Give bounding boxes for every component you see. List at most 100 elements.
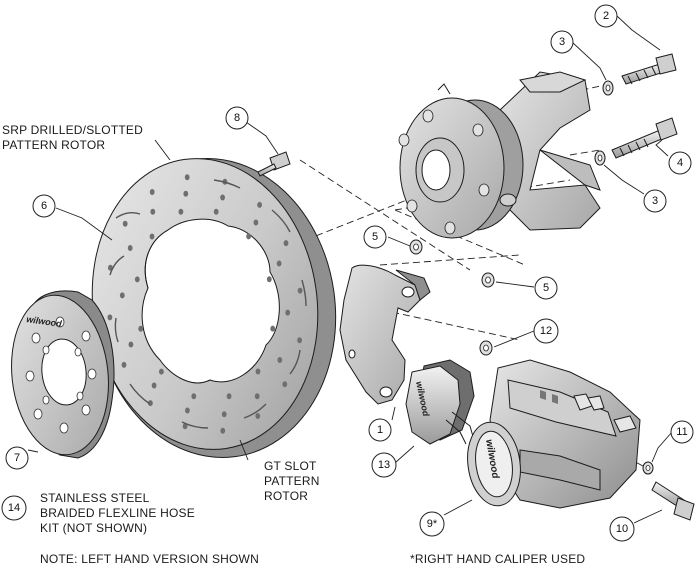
svg-text:SRP DRILLED/SLOTTED: SRP DRILLED/SLOTTED bbox=[2, 123, 143, 137]
rotor-drill-hole bbox=[283, 240, 289, 247]
rotor-drill-hole bbox=[255, 413, 261, 419]
rotor-drill-hole bbox=[266, 276, 272, 283]
svg-text:14: 14 bbox=[8, 502, 20, 514]
callout-4: 4 bbox=[668, 151, 692, 175]
rotor-drill-hole bbox=[297, 337, 302, 344]
bolt-8 bbox=[257, 151, 291, 177]
bolt-2 bbox=[621, 53, 677, 85]
svg-text:KIT (NOT SHOWN): KIT (NOT SHOWN) bbox=[40, 521, 147, 535]
rotor-title-label: SRP DRILLED/SLOTTED PATTERN ROTOR bbox=[2, 123, 143, 152]
svg-text:8: 8 bbox=[234, 112, 240, 124]
svg-text:STAINLESS STEEL: STAINLESS STEEL bbox=[40, 491, 150, 505]
rotor-drill-hole bbox=[255, 368, 261, 375]
brake-pads: wilwood bbox=[405, 359, 475, 445]
svg-text:13: 13 bbox=[378, 459, 390, 471]
svg-text:11: 11 bbox=[676, 426, 687, 438]
svg-text:5: 5 bbox=[543, 282, 549, 294]
rotor-hat: wilwood bbox=[11, 290, 115, 459]
callout-1: 1 bbox=[368, 418, 392, 442]
svg-text:1: 1 bbox=[377, 424, 383, 436]
hat-brand-logo: wilwood bbox=[26, 314, 63, 329]
callout-11: 11 bbox=[670, 420, 694, 444]
rotor-drill-holes bbox=[107, 174, 303, 434]
rotor-drill-hole bbox=[121, 361, 127, 368]
hub-spindle-assembly bbox=[398, 71, 601, 239]
rotor-drill-hole bbox=[184, 174, 190, 181]
rotor-drill-hole bbox=[159, 368, 164, 375]
callout-7: 7 bbox=[5, 446, 29, 470]
callout-5-lower: 5 bbox=[534, 276, 558, 300]
hose-kit-label: STAINLESS STEEL BRAIDED FLEXLINE HOSE KI… bbox=[40, 491, 195, 535]
rotor-drill-hole bbox=[122, 220, 128, 227]
callout-5-upper: 5 bbox=[363, 225, 387, 249]
rotor-drill-hole bbox=[270, 325, 276, 332]
rotor-drill-hole bbox=[107, 314, 113, 321]
rotor-drill-hole bbox=[178, 208, 184, 215]
callout-2: 2 bbox=[594, 4, 618, 28]
svg-text:PATTERN: PATTERN bbox=[264, 474, 320, 488]
rotor-drill-hole bbox=[297, 287, 303, 294]
drilled-slotted-rotor bbox=[91, 158, 337, 458]
rotor-drill-hole bbox=[119, 292, 125, 299]
callout-9: 9* bbox=[419, 511, 445, 537]
rotor-drill-hole bbox=[151, 382, 157, 389]
rotor-slots bbox=[109, 179, 307, 429]
rotor-drill-hole bbox=[257, 201, 262, 208]
brake-caliper: wilwood bbox=[467, 359, 641, 509]
svg-text:5: 5 bbox=[372, 231, 378, 243]
rotor-drill-hole bbox=[282, 381, 288, 388]
rotor-drill-hole bbox=[183, 190, 189, 197]
svg-text:6: 6 bbox=[41, 200, 47, 212]
rotor-drill-hole bbox=[220, 194, 226, 201]
rotor-drill-hole bbox=[127, 245, 133, 251]
hat-bolt-holes bbox=[25, 316, 97, 434]
rotor-drill-hole bbox=[276, 260, 282, 267]
rotor-drill-hole bbox=[253, 219, 259, 226]
rotor-drill-hole bbox=[254, 393, 260, 400]
rotor-drill-hole bbox=[213, 208, 219, 215]
rotor-drill-hole bbox=[246, 233, 252, 240]
svg-text:12: 12 bbox=[540, 325, 552, 337]
rotor-drill-hole bbox=[149, 189, 155, 195]
svg-text:ROTOR: ROTOR bbox=[264, 489, 308, 503]
svg-text:GT SLOT: GT SLOT bbox=[264, 459, 317, 473]
rotor-drill-hole bbox=[221, 411, 227, 418]
rotor-drill-hole bbox=[277, 357, 283, 363]
rotor-drill-hole bbox=[138, 325, 144, 332]
caliper-mounting-bracket bbox=[339, 264, 431, 405]
bolt-10 bbox=[651, 481, 695, 521]
svg-text:3: 3 bbox=[652, 195, 658, 207]
callout-12: 12 bbox=[533, 318, 559, 344]
rotor-drill-hole bbox=[191, 393, 197, 400]
rotor-drill-hole bbox=[185, 407, 190, 414]
wheel-studs bbox=[398, 109, 490, 235]
callout-13: 13 bbox=[371, 452, 397, 478]
svg-text:BRAIDED FLEXLINE HOSE: BRAIDED FLEXLINE HOSE bbox=[40, 506, 195, 520]
bolt-4 bbox=[611, 117, 678, 159]
svg-text:PATTERN ROTOR: PATTERN ROTOR bbox=[2, 138, 105, 152]
callout-6: 6 bbox=[32, 194, 56, 218]
left-hand-note: NOTE: LEFT HAND VERSION SHOWN bbox=[40, 552, 259, 566]
callout-14: 14 bbox=[1, 495, 27, 521]
svg-text:4: 4 bbox=[677, 157, 683, 169]
rotor-drill-hole bbox=[285, 309, 291, 316]
right-hand-caliper-note: *RIGHT HAND CALIPER USED bbox=[410, 552, 585, 566]
callout-10: 10 bbox=[609, 516, 635, 542]
callout-8: 8 bbox=[225, 106, 249, 130]
rotor-drill-hole bbox=[226, 393, 232, 400]
rotor-drill-hole bbox=[128, 341, 134, 348]
svg-text:10: 10 bbox=[616, 523, 628, 535]
rotor-drill-hole bbox=[182, 423, 188, 430]
rotor-drill-hole bbox=[150, 208, 156, 215]
rotor-drill-hole bbox=[149, 233, 155, 240]
svg-text:9*: 9* bbox=[427, 518, 438, 530]
svg-text:3: 3 bbox=[559, 36, 565, 48]
rotor-drill-hole bbox=[134, 276, 140, 283]
svg-text:2: 2 bbox=[603, 10, 609, 22]
rotor-drill-hole bbox=[220, 427, 226, 434]
callout-3-lower: 3 bbox=[643, 189, 667, 213]
leader-lines bbox=[27, 15, 673, 524]
callout-3-upper: 3 bbox=[550, 30, 574, 54]
svg-text:7: 7 bbox=[14, 452, 20, 464]
